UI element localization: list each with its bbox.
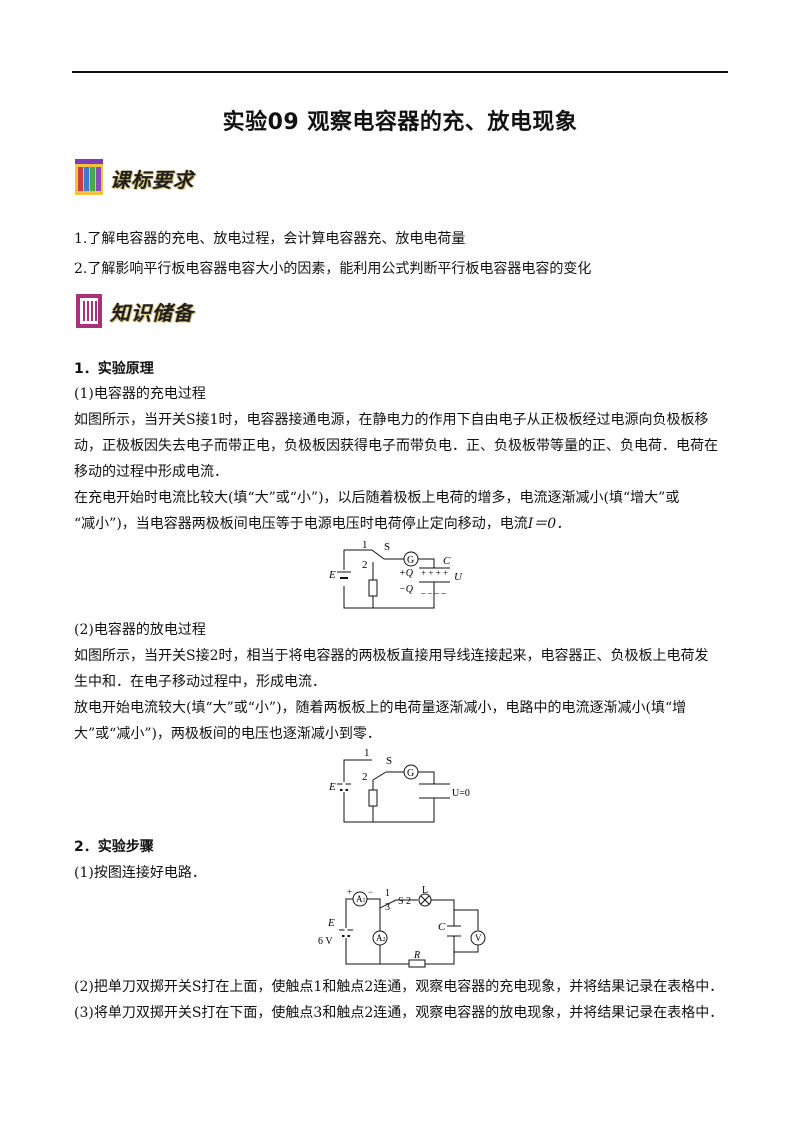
para-charging-line2: 动，正极板因失去电子而带正电，负极板因获得电子而带负电．正、负极板带等量的正、负… <box>74 438 718 454</box>
fig2-contact-2: 2 <box>362 771 368 783</box>
fig3-voltage-6v: 6 V <box>318 936 333 947</box>
fig1-minus-signs: – – – – <box>420 588 446 598</box>
para-charging-line1: 如图所示，当开关S接1时，电容器接通电源，在静电力的作用下自由电子从正极板经过电… <box>74 412 709 428</box>
para-current-text: “减小”)，当电容器两极板间电压等于电源电压时电荷停止定向移动，电流 <box>74 516 528 532</box>
fig1-voltage-u: U <box>454 571 463 583</box>
current-zero: I＝0． <box>527 516 571 532</box>
discharging-circuit-figure: 1 S 2 G E U=0 <box>328 747 470 823</box>
fig1-minus-q: −Q <box>399 584 414 595</box>
requirement-1: 1.了解电容器的充电、放电过程，会计算电容器充、放电电荷量 <box>74 231 466 247</box>
fig2-voltage-zero: U=0 <box>452 788 470 799</box>
fig3-capacitor-c: C <box>438 921 446 933</box>
sub-discharging: (2)电容器的放电过程 <box>74 622 206 638</box>
para-current-line2: “减小”)，当电容器两极板间电压等于电源电压时电荷停止定向移动，电流I＝0． <box>74 511 730 537</box>
step-1: (1)按图连接好电路． <box>74 865 206 881</box>
fig3-minus: − <box>368 887 373 897</box>
page-title: 实验09 观察电容器的充、放电现象 <box>222 110 578 135</box>
fig1-galvanometer-g: G <box>407 555 414 566</box>
banner-label: 知识储备 <box>110 300 194 325</box>
fig2-switch-s: S <box>386 755 392 767</box>
experiment-circuit-figure: A1 + − A2 1 3 S 2 L E 6 V C V R <box>318 886 486 968</box>
fig1-switch-s: S <box>384 541 390 553</box>
fig3-voltmeter-v: V <box>475 933 482 943</box>
section-banner-knowledge: 知识储备 <box>74 291 194 331</box>
fig3-ammeter-a1: A1 <box>356 894 366 904</box>
para-charging-line3: 移动的过程中形成电流． <box>74 464 228 480</box>
para-discharge-current-line1: 放电开始电流较大(填“大”或“小”)，随着两板板上的电荷量逐渐减小，电路中的电流… <box>74 700 687 716</box>
fig2-emf-e: E <box>328 781 336 793</box>
fig1-plus-q: +Q <box>399 568 414 579</box>
books-icon <box>74 159 104 197</box>
banner-label: 课标要求 <box>110 167 194 192</box>
fig1-contact-2: 2 <box>362 559 368 571</box>
binder-icon <box>74 292 104 330</box>
para-current-line1: 在充电开始时电流比较大(填“大”或“小”)，以后随着极板上电荷的增多，电流逐渐减… <box>74 490 680 506</box>
fig3-ammeter-a2: A2 <box>376 933 386 943</box>
sub-charging: (1)电容器的充电过程 <box>74 386 206 402</box>
step-3: (3)将单刀双掷开关S打在下面，使触点3和触点2连通，观察电容器的放电现象，并将… <box>74 1005 724 1021</box>
fig1-plus-signs: + + + + <box>421 568 448 578</box>
fig2-galvanometer-g: G <box>407 768 414 779</box>
fig3-switch-s2: S 2 <box>398 896 411 907</box>
charging-circuit-figure: 1 S 2 G E C +Q −Q + + + + – – – – U <box>328 539 463 609</box>
heading-principle: 1．实验原理 <box>74 361 154 377</box>
para-discharging-line1: 如图所示，当开关S接2时，相当于将电容器的两极板直接用导线连接起来，电容器正、负… <box>74 648 709 664</box>
header-rule <box>72 71 728 73</box>
fig3-contact-1: 1 <box>385 888 390 899</box>
heading-steps: 2．实验步骤 <box>74 839 154 855</box>
fig3-emf-e: E <box>327 917 335 929</box>
fig3-lamp-l: L <box>422 886 428 896</box>
para-discharge-current-line2: 大”或“减小”)，两极板间的电压也逐渐减小到零． <box>74 726 381 742</box>
fig2-contact-1: 1 <box>364 747 370 759</box>
fig1-contact-1: 1 <box>362 539 368 551</box>
fig1-emf-e: E <box>328 569 336 581</box>
requirement-2: 2.了解影响平行板电容器电容大小的因素，能利用公式判断平行板电容器电容的变化 <box>74 261 592 277</box>
fig3-contact-3: 3 <box>385 902 390 913</box>
fig3-resistor-r: R <box>413 950 420 961</box>
step-2: (2)把单刀双掷开关S打在上面，使触点1和触点2连通，观察电容器的充电现象，并将… <box>74 979 724 995</box>
fig3-plus: + <box>347 887 352 897</box>
fig1-capacitor-c: C <box>443 555 451 567</box>
para-discharging-line2: 生中和．在电子移动过程中，形成电流． <box>74 674 326 690</box>
section-banner-requirements: 课标要求 <box>74 158 194 198</box>
